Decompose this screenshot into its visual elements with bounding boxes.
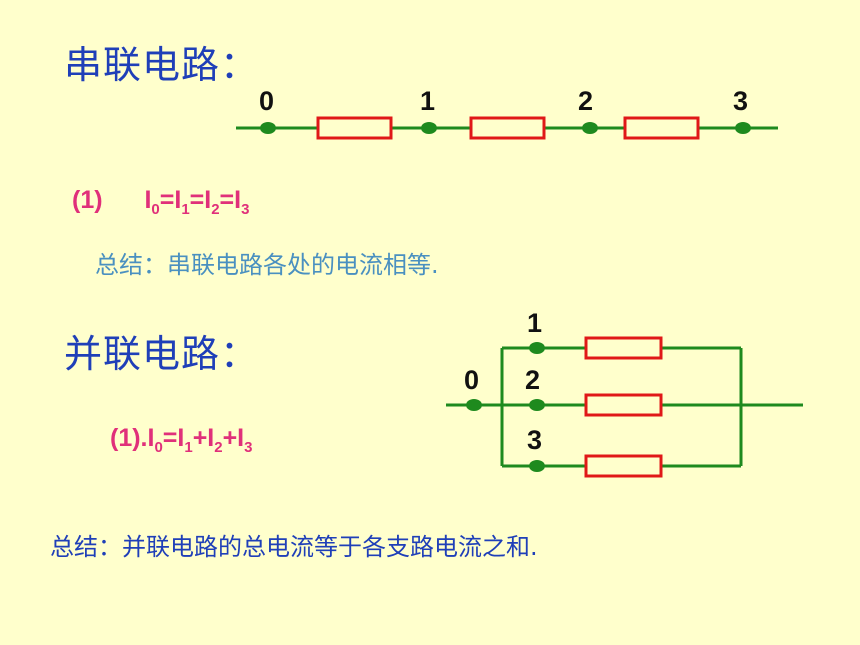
parallel-formula: (1).I0=I1+I2+I3: [110, 424, 252, 456]
series-formula-number: (1): [72, 186, 103, 214]
series-node-0: [260, 122, 276, 134]
formula-term: =I: [159, 186, 182, 214]
parallel-node-label-0: 0: [464, 365, 480, 395]
formula-term: I: [144, 186, 152, 214]
series-node-2: [582, 122, 598, 134]
parallel-circuit: [446, 336, 803, 478]
parallel-node-1: [529, 342, 545, 354]
formula-term: =I: [219, 186, 242, 214]
series-summary: 总结：串联电路各处的电流相等.: [95, 251, 439, 279]
formula-term: +I: [192, 424, 215, 452]
formula-subscript: 0: [151, 201, 160, 218]
series-resistor-2: [469, 116, 546, 140]
series-node-label-3: 3: [733, 86, 749, 116]
parallel-resistor-3: [584, 454, 663, 478]
series-formula: (1) I0=I1=I2=I3: [72, 186, 249, 218]
series-node-1: [421, 122, 437, 134]
parallel-node-label-3: 3: [527, 425, 543, 455]
series-circuit: [236, 116, 778, 140]
parallel-resistor-2: [584, 393, 663, 417]
series-resistor-1: [316, 116, 393, 140]
parallel-summary: 总结：并联电路的总电流等于各支路电流之和.: [50, 533, 538, 561]
formula-term: I: [147, 424, 155, 452]
parallel-node-0: [466, 399, 482, 411]
parallel-node-label-1: 1: [527, 308, 543, 338]
formula-subscript: 3: [241, 201, 250, 218]
formula-subscript: 0: [154, 439, 163, 456]
formula-subscript: 2: [214, 439, 223, 456]
formula-term: +I: [222, 424, 245, 452]
series-heading: 串联电路：: [64, 43, 260, 87]
parallel-node-2: [529, 399, 545, 411]
formula-subscript: 2: [211, 201, 220, 218]
formula-term: =I: [162, 424, 185, 452]
parallel-resistor-1: [584, 336, 663, 360]
parallel-formula-prefix: (1).: [110, 424, 148, 452]
formula-term: =I: [189, 186, 212, 214]
parallel-heading: 并联电路：: [64, 332, 260, 376]
series-node-3: [735, 122, 751, 134]
formula-subscript: 1: [184, 439, 193, 456]
formula-subscript: 3: [244, 439, 253, 456]
series-node-label-1: 1: [420, 86, 436, 116]
parallel-node-3: [529, 460, 545, 472]
series-resistor-3: [623, 116, 700, 140]
formula-subscript: 1: [181, 201, 190, 218]
series-node-label-0: 0: [259, 86, 275, 116]
series-node-label-2: 2: [578, 86, 594, 116]
parallel-node-label-2: 2: [525, 365, 541, 395]
